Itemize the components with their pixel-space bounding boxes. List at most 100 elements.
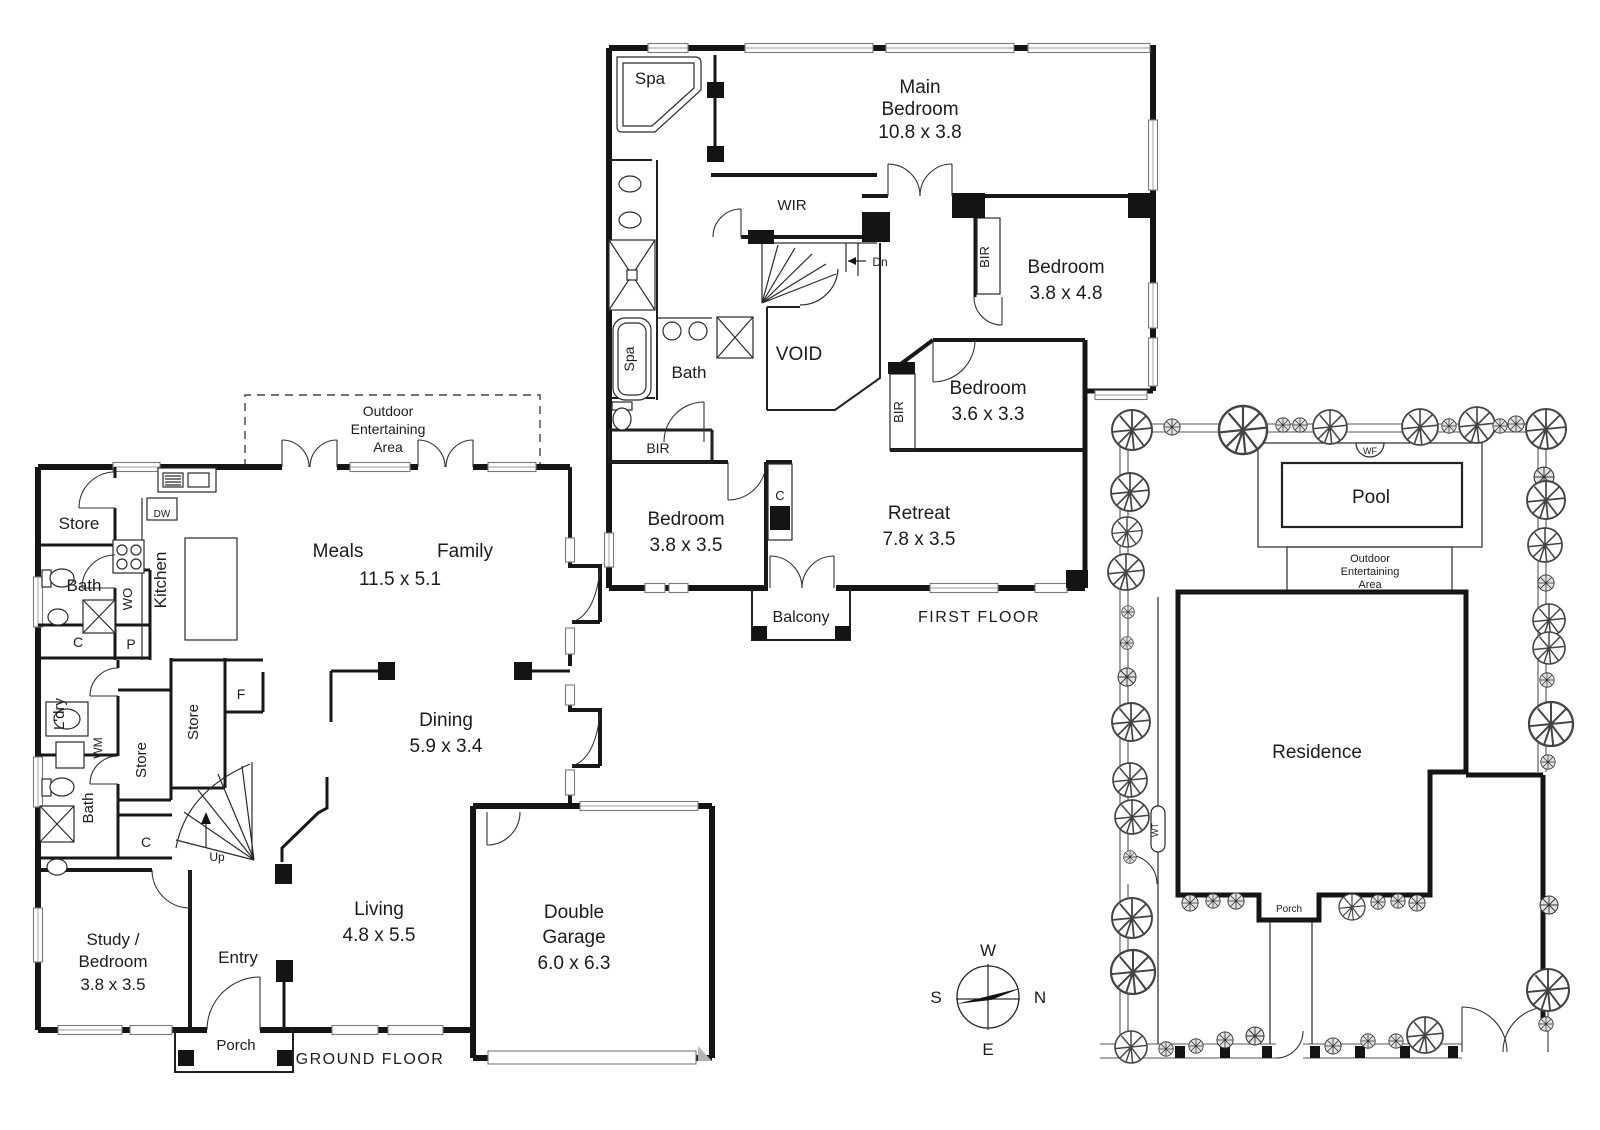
label-garage-1: Double [544, 902, 604, 923]
site-pool [1257, 442, 1483, 548]
label-bir-mid: BIR [891, 401, 906, 423]
label-store-top: Store [59, 514, 100, 533]
label-study-2: Bedroom [79, 952, 148, 971]
label-site-outdoor-3: Area [1358, 579, 1382, 591]
label-up: Up [209, 850, 225, 864]
label-site-outdoor-1: Outdoor [1350, 553, 1390, 565]
label-first-floor-title: FIRST FLOOR [918, 609, 1040, 626]
compass-s: S [930, 988, 941, 1007]
label-ff-c: C [775, 488, 784, 503]
site-labels: Pool WF Outdoor Entertaining Area Reside… [1150, 446, 1399, 915]
ff-bath-fixtures [608, 175, 754, 431]
label-wf: WF [1363, 446, 1377, 456]
label-family: Family [437, 541, 493, 562]
label-c-mid: C [141, 834, 151, 850]
label-study-dim: 3.8 x 3.5 [80, 975, 145, 994]
gf-corner-artifact [698, 1046, 712, 1061]
label-void: VOID [776, 344, 822, 365]
laundry-fixtures [45, 701, 89, 769]
label-bir-right: BIR [977, 246, 992, 268]
label-kitchen: Kitchen [151, 552, 170, 609]
label-porch: Porch [216, 1037, 255, 1054]
ff-stairs-down [761, 242, 877, 304]
label-meals: Meals [313, 541, 364, 562]
site-plan: Pool WF Outdoor Entertaining Area Reside… [1100, 404, 1575, 1064]
label-ff-spa-bath: Spa [621, 346, 637, 371]
label-spa-nook: Spa [635, 69, 666, 88]
label-wir: WIR [777, 197, 806, 214]
stove-icon [112, 539, 145, 574]
label-garage-2: Garage [542, 927, 605, 948]
label-bath-low: Bath [80, 793, 97, 824]
label-retreat-dim: 7.8 x 3.5 [883, 529, 956, 550]
first-floor-plan: Spa Main Bedroom 10.8 x 3.8 WIR Dn VOID … [603, 42, 1159, 641]
ground-floor-plan: Outdoor Entertaining Area Store Bath C W… [32, 394, 715, 1073]
spa-bath-icon [612, 317, 652, 401]
label-dining-dim: 5.9 x 3.4 [410, 736, 483, 757]
label-outdoor-3: Area [373, 439, 403, 455]
label-f: F [237, 686, 246, 702]
label-residence: Residence [1272, 742, 1362, 763]
ff-labels: Spa Main Bedroom 10.8 x 3.8 WIR Dn VOID … [621, 69, 1105, 626]
label-ff-bath: Bath [672, 363, 707, 382]
label-meals-dim: 11.5 x 5.1 [359, 569, 441, 590]
label-bed-left-dim: 3.8 x 3.5 [650, 535, 723, 556]
label-bed-mid-dim: 3.6 x 3.3 [952, 404, 1025, 425]
gf-stairs-up [175, 762, 255, 861]
ff-windows [603, 42, 1159, 594]
label-study-1: Study / [87, 930, 140, 949]
label-dining: Dining [419, 710, 473, 731]
label-store-2: Store [185, 704, 202, 740]
compass-w: W [980, 941, 996, 960]
gf-doors [78, 439, 601, 1031]
label-living: Living [354, 899, 404, 920]
ff-balcony [751, 588, 851, 641]
compass-n: N [1034, 988, 1046, 1007]
gf-outdoor-area [244, 394, 541, 467]
label-living-dim: 4.8 x 5.5 [343, 925, 416, 946]
label-balcony: Balcony [773, 609, 830, 626]
label-bed-right-dim: 3.8 x 4.8 [1030, 283, 1103, 304]
label-pool: Pool [1352, 487, 1390, 508]
gf-wall-blocks [178, 662, 532, 1066]
gf-porch [174, 1030, 294, 1073]
label-p: P [126, 636, 135, 652]
label-entry: Entry [218, 948, 258, 967]
label-store-1: Store [133, 742, 150, 778]
compass-needle-icon [956, 988, 1021, 1004]
label-bed-mid: Bedroom [949, 378, 1026, 399]
label-outdoor-1: Outdoor [363, 403, 414, 419]
shower-icon [39, 805, 75, 843]
compass-e: E [982, 1040, 993, 1059]
label-garage-dim: 6.0 x 6.3 [538, 953, 611, 974]
label-site-outdoor-2: Entertaining [1341, 566, 1400, 578]
compass: W N E S [930, 941, 1046, 1059]
label-outdoor-2: Entertaining [351, 421, 426, 437]
label-c-top: C [73, 634, 83, 650]
ff-doors [663, 163, 1003, 589]
label-wm: WM [91, 737, 105, 758]
label-bath-top: Bath [67, 576, 102, 595]
label-dw: DW [154, 509, 171, 520]
label-wo: WO [120, 588, 135, 610]
shower-icon [608, 239, 656, 311]
toilet-icon [611, 401, 633, 431]
gf-labels: Outdoor Entertaining Area Store Bath C W… [51, 403, 610, 1068]
label-ground-floor-title: GROUND FLOOR [296, 1051, 445, 1068]
ff-wall-blocks [707, 82, 1153, 588]
gf-windows [32, 461, 699, 1065]
label-ldry: L'dry [51, 697, 68, 730]
label-main-bedroom-1: Main [899, 77, 940, 98]
toilet-icon [41, 777, 75, 797]
ff-spa-corner [616, 56, 702, 133]
label-main-bedroom-2: Bedroom [881, 99, 958, 120]
shower2-icon [716, 316, 754, 359]
label-bir-left: BIR [646, 440, 669, 456]
ff-closets [608, 217, 1001, 541]
label-site-porch: Porch [1276, 904, 1302, 915]
gf-bath-fixtures [39, 568, 116, 876]
site-paths [1150, 597, 1313, 1044]
label-bed-left: Bedroom [647, 509, 724, 530]
